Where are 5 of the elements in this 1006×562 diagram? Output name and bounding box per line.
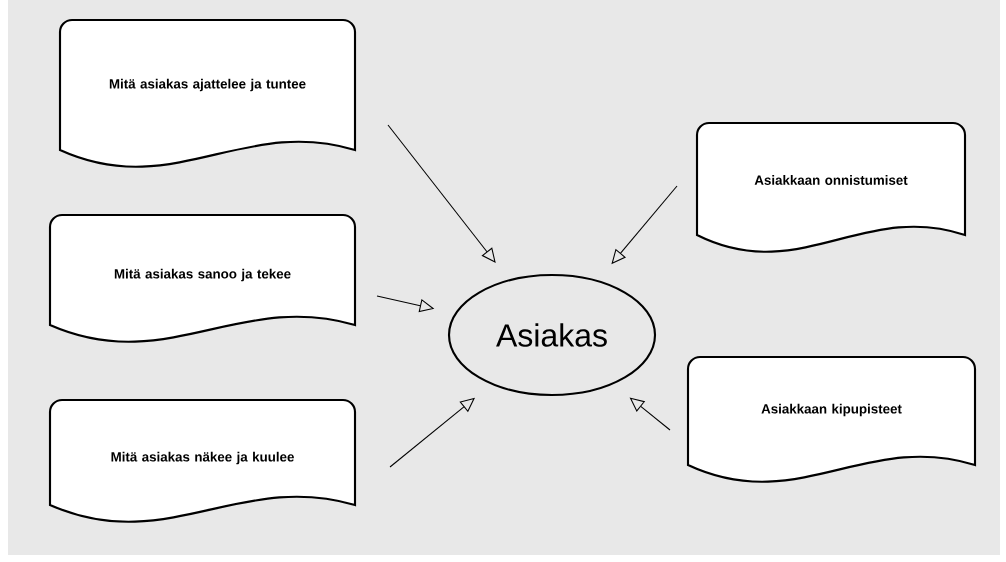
document-box: Asiakkaan onnistumiset	[695, 121, 967, 253]
document-box: Asiakkaan kipupisteet	[686, 355, 977, 483]
document-box: Mitä asiakas näkee ja kuulee	[48, 398, 357, 523]
document-box: Mitä asiakas ajattelee ja tuntee	[58, 18, 357, 168]
document-box: Mitä asiakas sanoo ja tekee	[48, 213, 357, 343]
